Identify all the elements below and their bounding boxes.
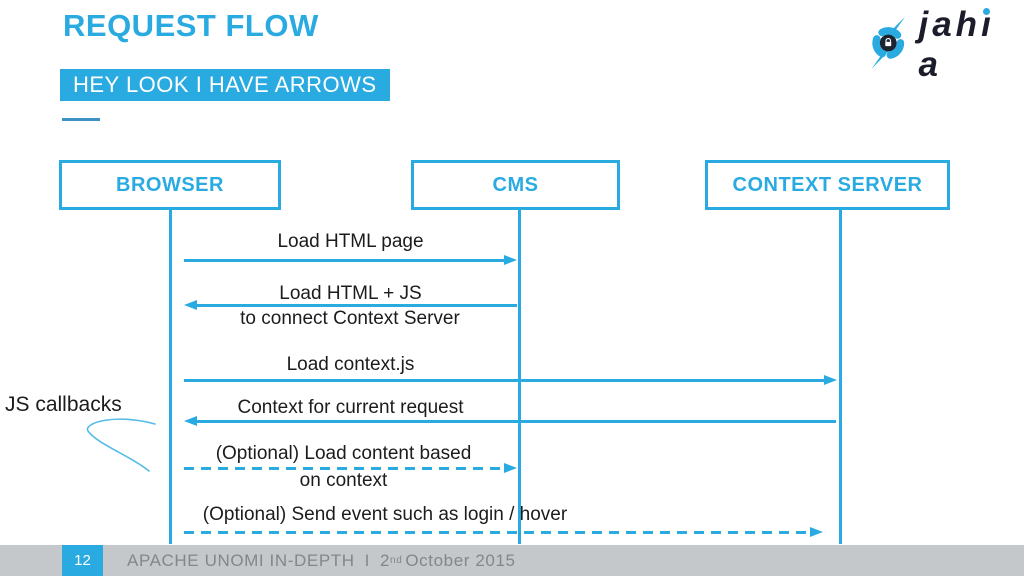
arrow-optional-send-event [184,527,823,537]
message-label-optional-load-content: (Optional) Load content based [215,443,472,464]
arrow-load-html-js [184,300,517,310]
footer-date-day: 2 [379,550,391,570]
hand-drawn-curve-icon [86,418,156,472]
arrowhead-left-icon [184,416,197,426]
message-label-optional-load-content-line2: on context [299,470,388,491]
arrowhead-right-icon [810,527,823,537]
arrowhead-right-icon [504,255,517,265]
actor-box-context-server: CONTEXT SERVER [705,160,950,210]
page-number-badge: 12 [62,545,103,576]
page-title: REQUEST FLOW [63,8,319,43]
message-label-optional-send-event: (Optional) Send event such as login / ho… [202,504,568,525]
arrow-load-html-page [184,255,517,265]
message-label-context-for-request: Context for current request [237,397,464,418]
arrowhead-left-icon [184,300,197,310]
actor-box-cms: CMS [411,160,620,210]
message-label-load-html-js: Load HTML + JS [279,283,422,304]
arrow-optional-load-content [184,463,517,473]
js-callbacks-label: JS callbacks [5,393,122,416]
i-dot [983,8,991,15]
footer-date-rest: October 2015 [405,550,516,570]
arrowhead-right-icon [824,375,837,385]
arrow-load-context-js [184,375,837,385]
title-underline [62,118,100,121]
subtitle-banner: HEY LOOK I HAVE ARROWS [60,69,390,101]
message-label-load-context-js: Load context.js [286,354,415,375]
message-label-load-html-page: Load HTML page [277,231,424,252]
jahia-bolt-icon [871,16,906,70]
footer-separator: I [364,550,370,570]
footer-date-ordinal: nd [390,555,403,566]
arrowhead-right-icon [504,463,517,473]
lifeline-browser [169,210,172,544]
arrow-context-for-request [184,416,836,426]
lifeline-context-server [839,210,842,544]
lifeline-cms [518,210,521,544]
deck-title: APACHE UNOMI IN-DEPTH [127,550,355,570]
message-label-load-html-js-line2: to connect Context Server [240,308,460,329]
actor-box-browser: BROWSER [59,160,281,210]
